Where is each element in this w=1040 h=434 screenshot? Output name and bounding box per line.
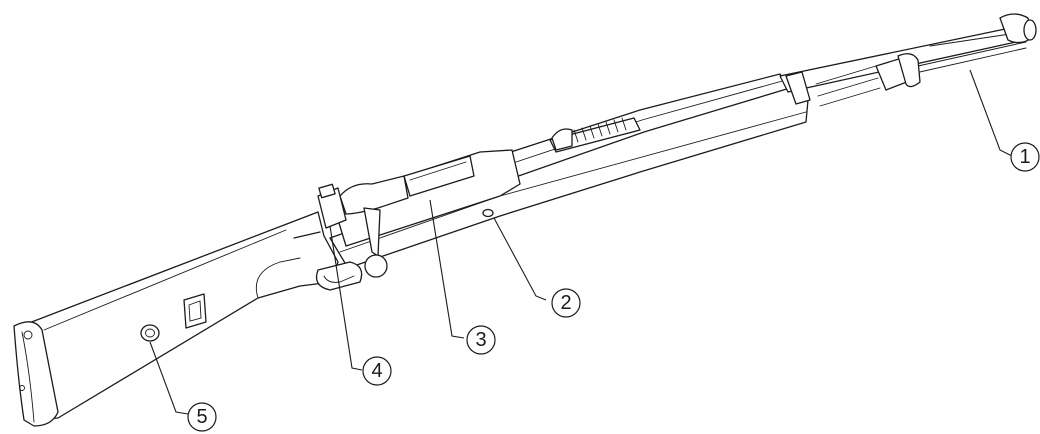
callout-4-label: 4 [371,360,382,382]
callout-5-circle [187,402,217,432]
rear-sight [549,117,641,153]
callout-5: 5 [149,341,217,432]
callout-3-circle [466,325,496,355]
callout-1: 1 [969,69,1040,172]
rifle-barrel [779,13,1037,107]
callout-3: 3 [429,199,496,355]
rifle-forestock [329,73,809,269]
callout-4: 4 [329,225,392,386]
callout-4-circle [362,356,392,386]
rifle-receiver [293,149,521,291]
callout-2-circle [551,288,581,318]
callout-3-label: 3 [475,329,486,351]
callout-2: 2 [493,217,581,318]
callout-2-label: 2 [560,292,571,314]
callout-5-label: 5 [196,406,207,428]
rifle-stock [13,211,339,427]
callout-1-label: 1 [1019,146,1030,168]
callout-1-circle [1010,142,1040,172]
